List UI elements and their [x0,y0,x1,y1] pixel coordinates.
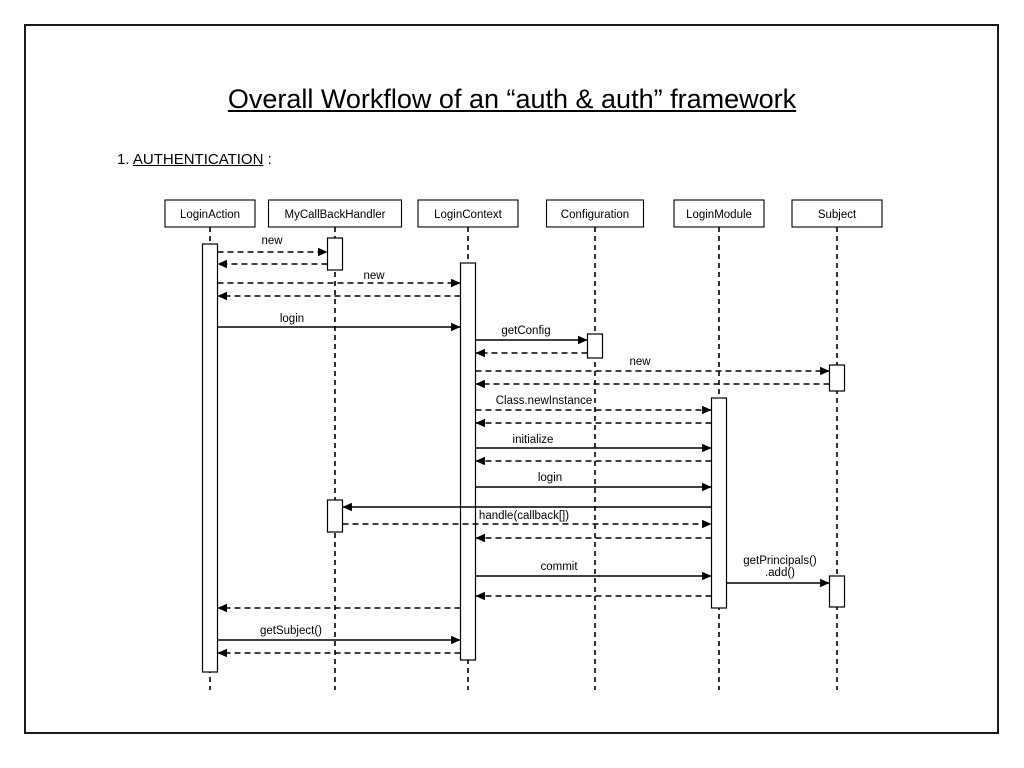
participant-box [417,199,519,228]
participant-box [164,199,256,228]
message-label: getConfig [501,325,550,337]
message-label: getPrincipals() [743,555,817,567]
message-label: login [280,313,304,325]
message-label: getSubject() [260,625,322,637]
participant-box [267,199,403,228]
message-2: new [217,270,461,288]
participant-label: LoginContext [434,209,503,221]
activation-mycallbackhandler [326,499,344,533]
activation-subject [828,364,846,392]
slide-title: Overall Workflow of an “auth & auth” fra… [227,84,797,114]
participant-box [791,199,883,228]
message-label: .add() [765,567,795,579]
message-7: new [475,356,830,376]
slide-frame [24,24,999,734]
message-5: getConfig [475,325,588,345]
participant-label: LoginModule [686,209,752,221]
activation-logincontext [459,262,477,661]
participant-label: Subject [818,209,857,221]
section-number: 1. [117,151,130,168]
participant-box [673,199,765,228]
participant-configuration: Configuration [545,199,645,228]
message-label: Class.newInstance [496,395,593,407]
participant-label: MyCallBackHandler [285,209,386,221]
message-11: initialize [475,434,712,453]
section-name: AUTHENTICATION [132,151,264,168]
message-13: login [475,472,712,492]
participant-label: Configuration [561,209,629,221]
message-label: new [629,356,651,368]
message-label: handle(callback[]) [479,510,569,522]
message-21: getSubject() [217,625,461,645]
section-suffix: : [267,151,272,168]
section-heading: 1. AUTHENTICATION : [117,151,272,168]
message-label: initialize [513,434,554,446]
participant-logincontext: LoginContext [417,199,519,228]
message-0: new [217,235,328,257]
participant-mycallbackhandler: MyCallBackHandler [267,199,403,228]
message-label: commit [540,561,578,573]
message-label: new [363,270,385,282]
participant-loginmodule: LoginModule [673,199,765,228]
activation-loginmodule [710,397,728,609]
message-label: new [261,235,283,247]
message-9: Class.newInstance [475,395,712,415]
message-label: login [538,472,562,484]
message-15: handle(callback[]) [342,510,712,529]
participant-box [545,199,645,228]
participant-loginaction: LoginAction [164,199,256,228]
activation-mycallbackhandler [326,237,344,271]
message-4: login [217,313,461,332]
activation-loginaction [201,243,219,673]
activation-configuration [586,333,604,359]
message-17: commit [475,561,712,581]
message-18: getPrincipals().add() [726,555,830,588]
participant-subject: Subject [791,199,883,228]
activation-subject [828,575,846,608]
participant-label: LoginAction [180,209,240,221]
